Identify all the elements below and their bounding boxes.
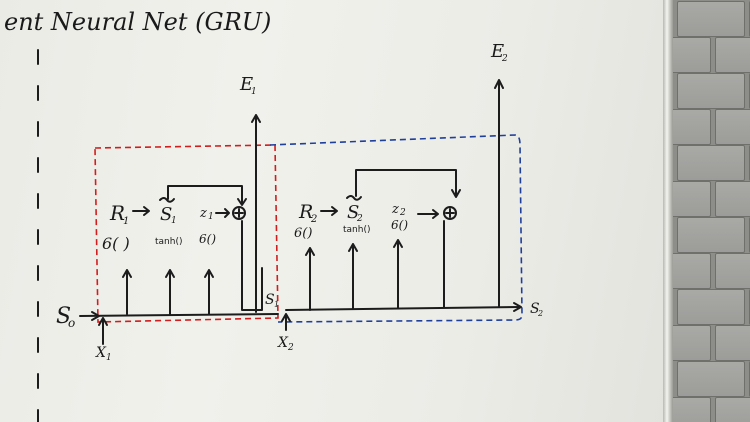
brick [677,361,745,397]
brick [677,289,745,325]
state-line-2 [285,306,521,311]
x1-arrow [98,317,108,345]
state-arrow-in [91,311,100,321]
s2-out-label: S [530,301,540,317]
s1-sub: 1 [171,216,177,226]
s0-sub: o [68,316,75,330]
brick [715,181,750,217]
x1-sub: 1 [106,353,112,363]
z1-to-plus-arrow [215,208,230,218]
z2-input-arrow [393,239,403,309]
gru-diagram: ent Neural Net (GRU) S o X 1 R 1 S 1 z 1 [4,8,543,422]
s1-tilde-label: S [160,204,172,225]
z2-sub: 2 [399,208,406,218]
r2-label: R [298,201,313,223]
s1-input-arrow [165,269,175,315]
brick-wall [673,0,750,422]
s1-fn: tanh() [155,237,182,247]
s0-label: S [56,304,71,329]
brick [715,325,750,361]
brick [677,217,745,253]
z1-fn: 6() [199,232,216,246]
e2-sub: 2 [501,54,508,64]
brick [677,1,745,37]
r2-sub: 2 [310,214,317,225]
z1-label: z [199,206,207,221]
s2-to-plus-bracket [355,169,461,198]
x1-label: X [95,345,107,361]
r2-input-arrow [305,247,315,311]
plus1-circle [232,206,246,220]
plus1-sign [234,208,244,218]
s2-input-arrow [348,243,358,310]
state-line-1 [79,313,279,317]
r1-fn: 6( ) [102,234,130,253]
brick [673,181,711,217]
brick [715,109,750,145]
r2-fn: 6() [294,226,312,241]
s1-out-label: S [265,292,275,308]
brick [715,253,750,289]
s2-out-sub: 2 [537,309,543,318]
r2-to-s2-arrow [320,206,338,216]
plus2-circle [443,206,457,220]
e2-label: E [490,41,504,62]
r1-sub: 1 [123,216,129,227]
cell1-boundary [94,144,279,323]
r1-label: R [109,201,125,225]
x2-arrow [281,313,291,331]
s2-tilde [346,195,362,201]
brick [673,253,711,289]
s2-tilde-label: S [347,202,359,223]
x2-sub: 2 [287,343,294,353]
r1-input-arrow [122,269,132,315]
brick [673,37,711,73]
z2-fn: 6() [391,218,408,232]
s1-tilde [159,197,175,203]
s1-out-sub: 1 [274,300,279,309]
brick [677,73,745,109]
e1-output-arrow [251,114,261,313]
brick [673,325,711,361]
plus1-to-state [241,220,263,311]
e1-label: E [239,74,253,95]
brick [715,37,750,73]
r1-to-s1-arrow [132,206,150,216]
brick [715,397,750,422]
s2-sub: 2 [356,214,363,224]
e2-output-arrow [494,79,504,308]
brick [673,397,711,422]
e1-sub: 1 [251,87,257,97]
s2-fn: tanh() [343,225,370,235]
s1-to-plus-bracket [167,185,247,206]
plus2-sign [445,208,455,218]
whiteboard-frame [663,0,673,422]
state-arrow-2 [513,302,522,312]
z1-input-arrow [204,269,214,315]
title-text: ent Neural Net (GRU) [4,8,271,36]
z2-to-plus-arrow [417,209,439,219]
x2-label: X [277,335,289,351]
brick [677,145,745,181]
z1-sub: 1 [208,212,214,222]
z2-label: z [391,202,399,217]
brick [673,109,711,145]
cell2-boundary [269,134,523,323]
